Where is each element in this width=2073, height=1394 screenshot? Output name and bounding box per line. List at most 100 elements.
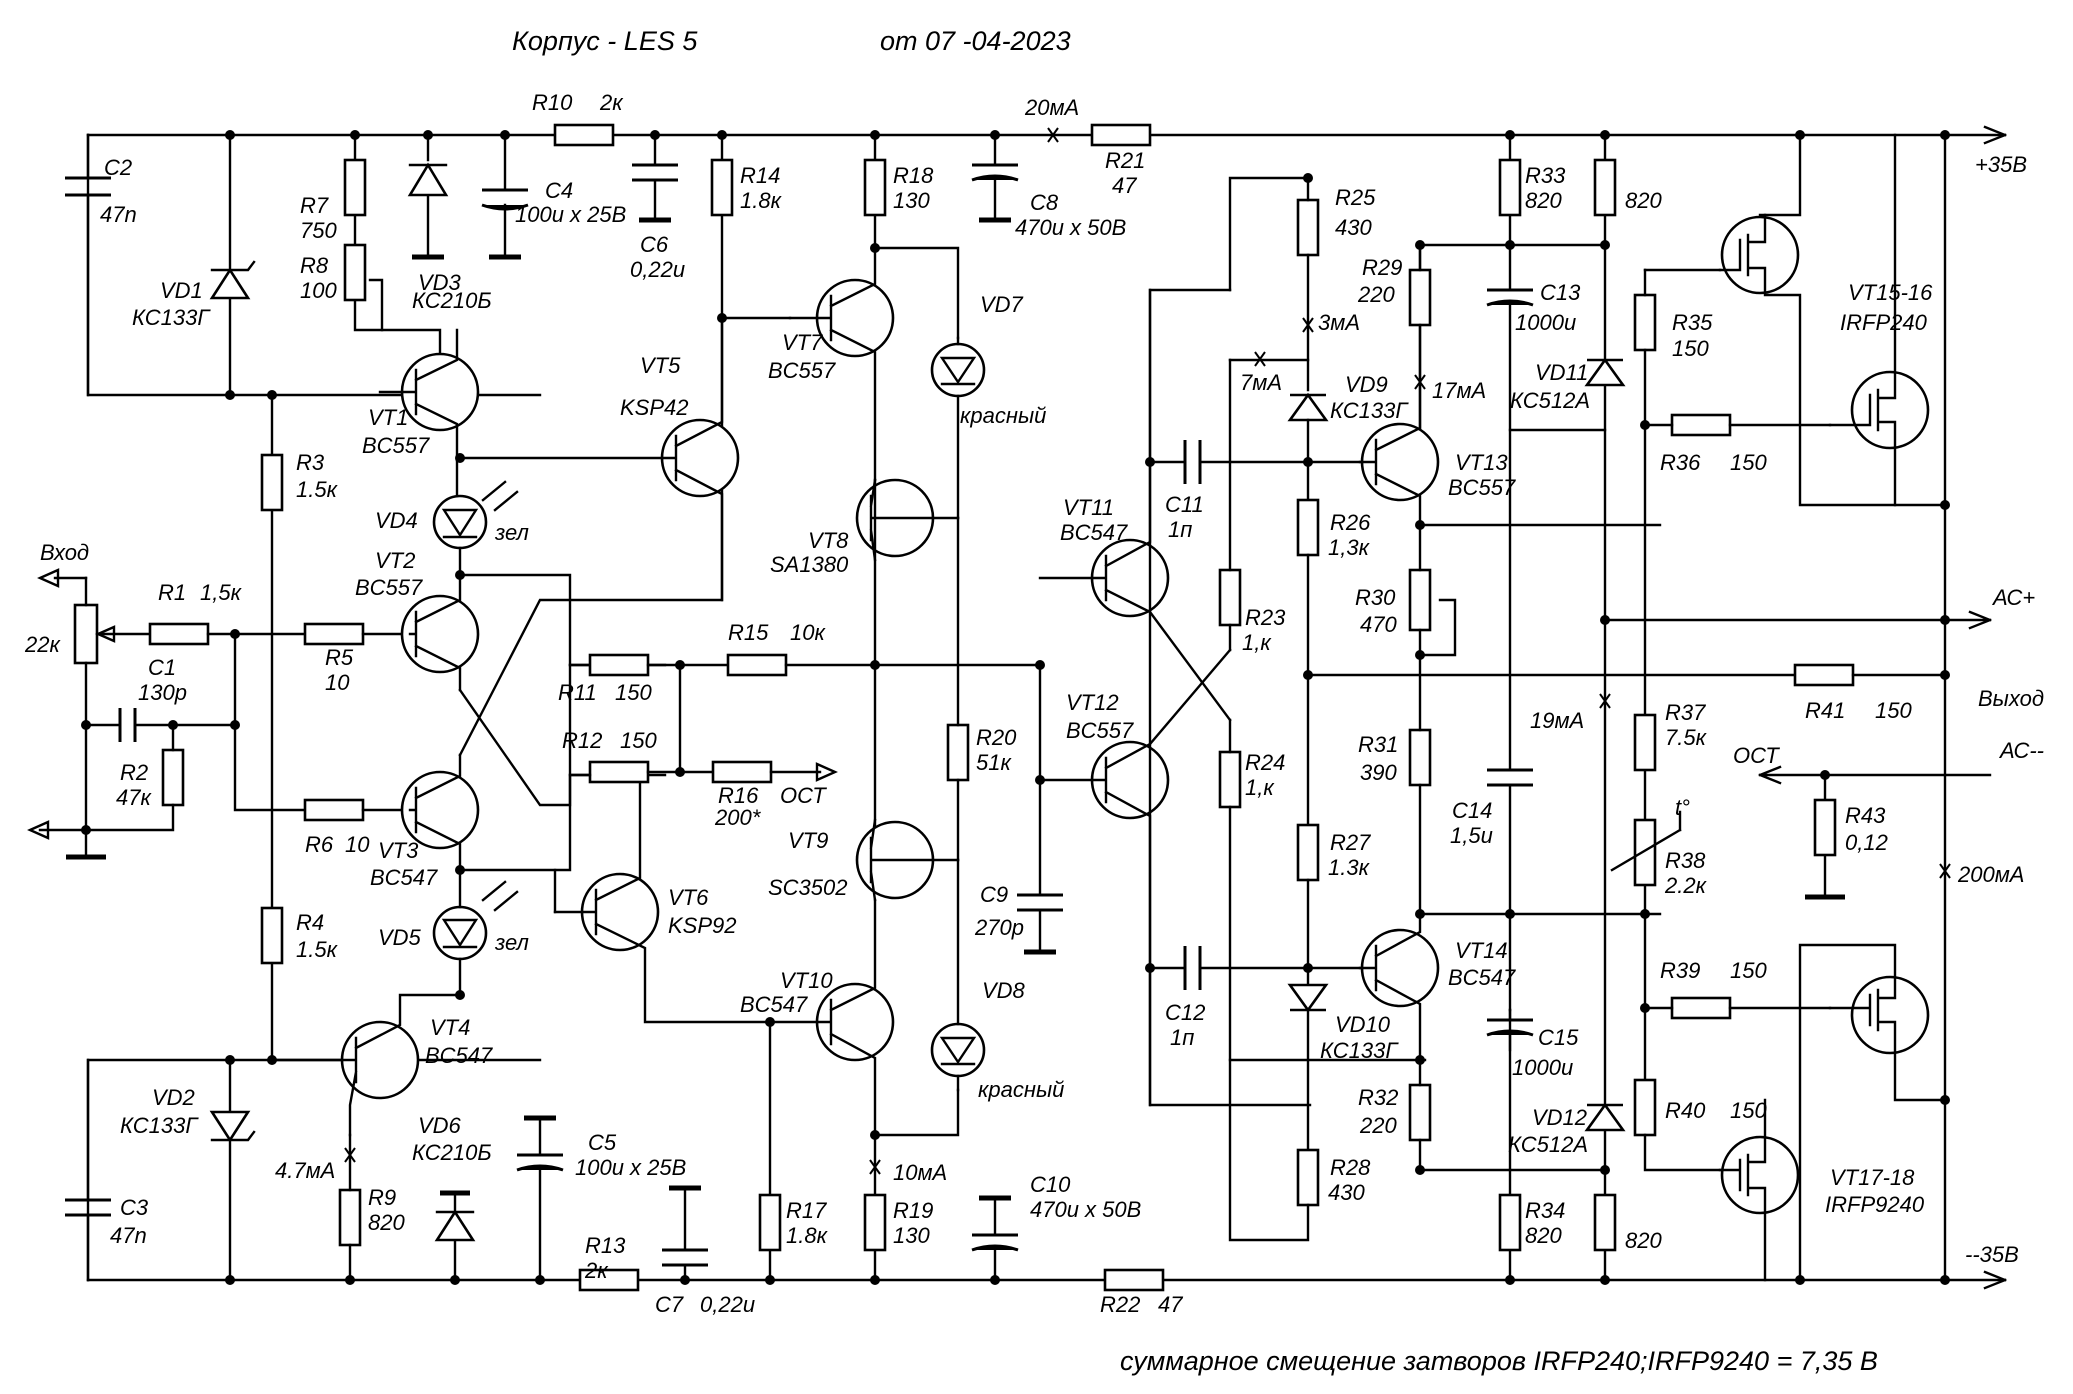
output-label: Выход	[1978, 686, 2044, 711]
diode-type: КС512А	[1508, 1132, 1588, 1157]
resistor-value: 750	[300, 218, 337, 243]
resistor-ref: R20	[976, 725, 1017, 750]
current-label: 20мА	[1024, 95, 1079, 120]
input-label: Вход	[40, 540, 89, 565]
resistor-value: 820	[368, 1210, 405, 1235]
resistor-value: 150	[1875, 698, 1912, 723]
resistor-ref: R9	[368, 1185, 396, 1210]
transistor-type: KSP92	[668, 913, 737, 938]
diode-ref: VD5	[378, 925, 422, 950]
transistor-type: BC547	[425, 1043, 493, 1068]
resistor-value: 100	[300, 278, 337, 303]
current-labels: 20мА 3мА 7мА 17мА 19мА 200мА 10мА 4.7мА	[275, 95, 2024, 1185]
input-pot	[73, 603, 99, 665]
transistor-type: BC557	[355, 575, 423, 600]
resistor-ref: R17	[786, 1198, 827, 1223]
current-label: 10мА	[893, 1160, 947, 1185]
diode-type: КС210Б	[412, 288, 492, 313]
gate-supply	[1486, 133, 1626, 1282]
transistor-ref: VT14	[1455, 938, 1508, 963]
capacitor-value: 100u x 25В	[515, 202, 626, 227]
resistor-ref: R29	[1362, 255, 1402, 280]
diode-ref: VD12	[1532, 1105, 1587, 1130]
transistor-labels: VT1 BC557 VT2 BC557 VT3 BC547 VT4 BC547 …	[355, 280, 1933, 1217]
capacitor-ref: C2	[104, 155, 132, 180]
resistor-ref: R33	[1525, 163, 1566, 188]
drivers	[1038, 288, 1312, 1107]
capacitor-ref: C6	[640, 232, 669, 257]
junction-dots	[81, 130, 1950, 1285]
capacitor-ref: C13	[1540, 280, 1581, 305]
resistor-ref: R26	[1330, 510, 1371, 535]
resistor-value: 47	[1112, 173, 1137, 198]
output-terminals	[1306, 610, 1992, 900]
compensation	[1017, 663, 1063, 955]
diode-type: КС133Г	[1320, 1038, 1399, 1063]
transistor-ref: VT15-16	[1848, 280, 1933, 305]
resistor-value: 150	[1730, 450, 1767, 475]
capacitor-value: 0,22u	[630, 257, 685, 282]
diode-labels: VD1 КС133Г VD2 КС133Г VD3 КС210Б VD4 зел…	[120, 270, 1590, 1165]
transistor-type: BC557	[1066, 718, 1134, 743]
thermal-label: t°	[1675, 795, 1690, 820]
transistor-ref: VT6	[668, 885, 709, 910]
bias-note: суммарное смещение затворов IRFP240;IRFP…	[1120, 1346, 1878, 1376]
resistor-ref: R13	[585, 1233, 626, 1258]
resistor-ref: R10	[532, 90, 573, 115]
capacitor-value: 1,5u	[1450, 823, 1493, 848]
resistor-value: 150	[1730, 1098, 1767, 1123]
transistor-type: BC547	[1448, 965, 1516, 990]
transistor-ref: VT8	[808, 528, 849, 553]
resistor-value: 220	[1359, 1113, 1397, 1138]
case-label: Корпус - LES 5	[512, 26, 698, 56]
resistor-ref: R39	[1660, 958, 1700, 983]
input-pot-label: 22к	[24, 632, 61, 657]
resistor-value: 10	[325, 670, 350, 695]
resistor-value: 47	[1158, 1292, 1183, 1317]
capacitor-value: 47n	[100, 202, 137, 227]
resistor-value: 820	[1525, 188, 1562, 213]
resistor-ref: R37	[1665, 700, 1706, 725]
transistor-vt4	[270, 993, 462, 1137]
resistor-value: 10к	[790, 620, 826, 645]
resistor-ref: R23	[1245, 605, 1286, 630]
resistor-value: 1.8к	[786, 1223, 829, 1248]
date-label: от 07 -04-2023	[880, 26, 1071, 56]
diode-type: КС133Г	[120, 1113, 199, 1138]
resistor-value: 430	[1335, 215, 1372, 240]
diode-ref: VD10	[1335, 1012, 1391, 1037]
transistor-type: BC547	[370, 865, 438, 890]
feedback-resistors	[568, 653, 1042, 784]
top-left-bias	[65, 123, 792, 1062]
current-label: 7мА	[1240, 370, 1282, 395]
resistor-ref: R7	[300, 193, 329, 218]
resistor-ref: R5	[325, 645, 354, 670]
resistor-ref: R43	[1845, 803, 1886, 828]
capacitor-value: 0,22u	[700, 1292, 755, 1317]
gate-resistors	[1610, 268, 1832, 1172]
capacitor-value: 1000u	[1515, 310, 1576, 335]
capacitor-labels: C1 130р C2 47n C3 47n C4 100u x 25В C5 1…	[100, 155, 1581, 1317]
resistor-value: 390	[1360, 760, 1397, 785]
capacitor-ref: C9	[980, 882, 1008, 907]
capacitor-value: 270р	[974, 915, 1024, 940]
transistor-ref: VT9	[788, 828, 828, 853]
transistor-type: SC3502	[768, 875, 848, 900]
resistor-ref: R12	[562, 728, 602, 753]
capacitor-ref: C8	[1030, 190, 1059, 215]
resistor-value: 51к	[976, 750, 1012, 775]
diode-type: КС512А	[1510, 388, 1590, 413]
resistor-ref: R41	[1805, 698, 1845, 723]
resistor-ref: R25	[1335, 185, 1376, 210]
capacitor-value: 100u x 25В	[575, 1155, 686, 1180]
resistor-value: 2к	[584, 1258, 609, 1283]
ac-minus-label: АС--	[1998, 738, 2044, 763]
transistor-type: IRFP9240	[1825, 1192, 1925, 1217]
diode-ref: VD6	[418, 1113, 462, 1138]
resistor-value: 820	[1625, 188, 1662, 213]
current-markers	[344, 127, 1951, 1175]
capacitor-ref: C10	[1030, 1172, 1071, 1197]
transistor-type: BC557	[362, 433, 430, 458]
diode-ref: VD9	[1345, 372, 1388, 397]
